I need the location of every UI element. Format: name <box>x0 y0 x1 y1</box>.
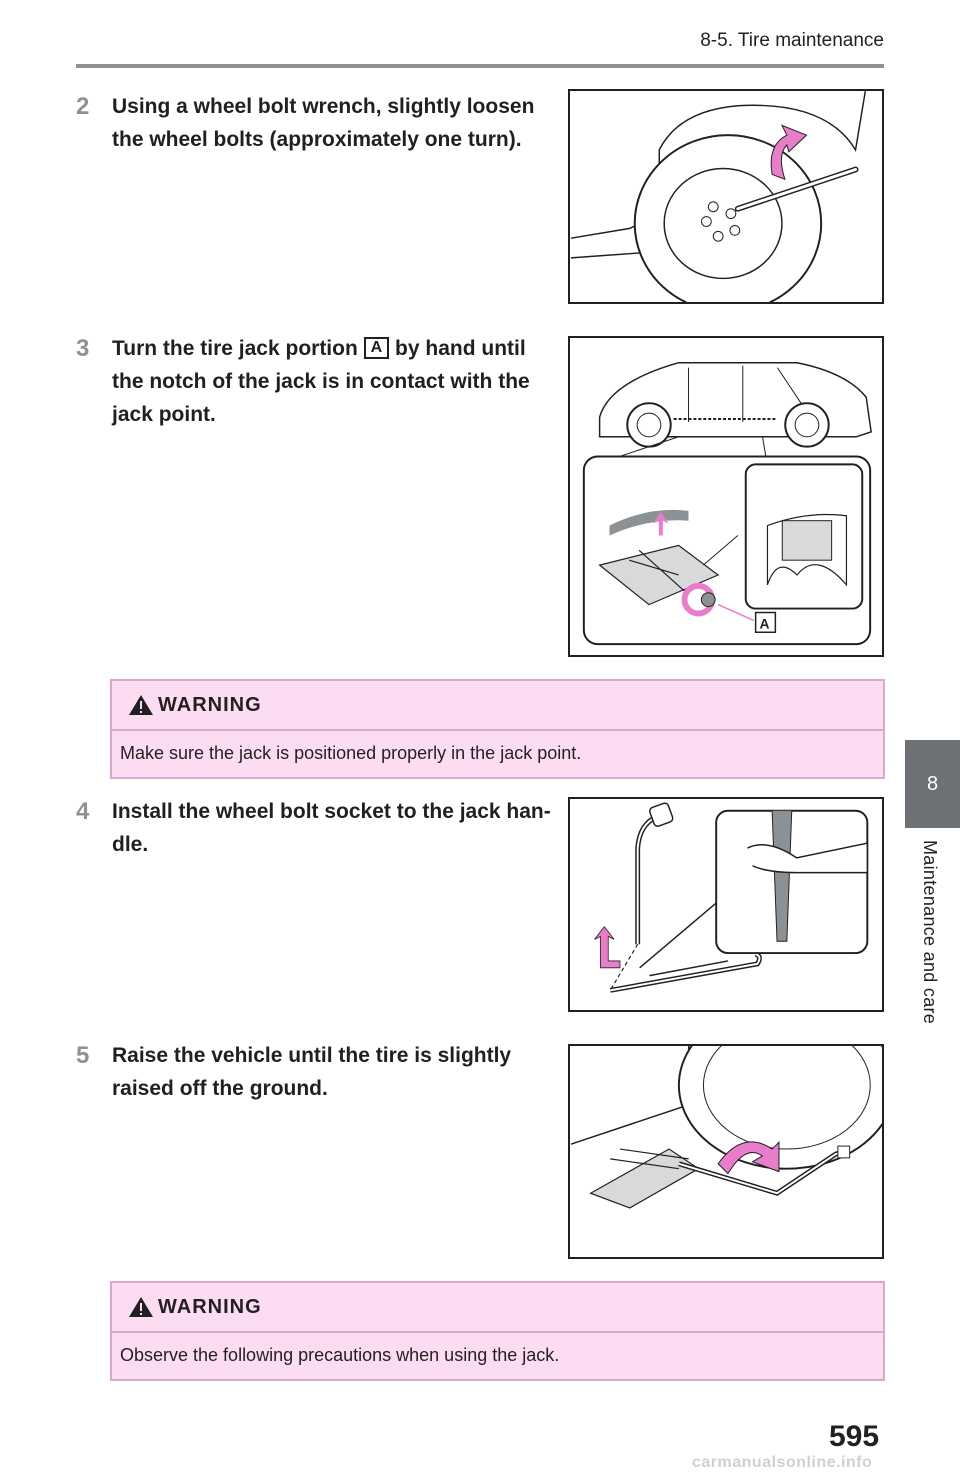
warning-body: Make sure the jack is positioned properl… <box>120 743 582 763</box>
warning-header: WARNING <box>112 681 883 731</box>
figure-loosen-wheel-bolts <box>568 89 884 304</box>
section-title: 8-5. Tire maintenance <box>700 30 884 51</box>
watermark: carmanualsonline.info <box>692 1454 873 1471</box>
figure-raise-vehicle <box>568 1044 884 1259</box>
warning-box: WARNING Make sure the jack is positioned… <box>110 679 885 779</box>
socket-handle-illustration <box>594 802 869 993</box>
warning-title: WARNING <box>158 694 262 716</box>
step-number: 3 <box>76 335 90 362</box>
jack-position-illustration: A <box>582 361 872 646</box>
step-text-after: by hand until the notch of the jack is i… <box>112 337 530 426</box>
step-text: Turn the tire jack portion A by hand unt… <box>112 332 554 431</box>
step-text: Using a wheel bolt wrench, slightly loos… <box>112 95 535 151</box>
step-number: 5 <box>76 1042 90 1069</box>
figure-install-socket <box>568 797 884 1012</box>
step-number: 4 <box>76 798 90 825</box>
chapter-tab-label[interactable]: Maintenance and care <box>905 828 960 1038</box>
jack-callout-label: A <box>760 615 770 631</box>
step-5: 5 Raise the vehicle until the tire is sl… <box>76 1039 554 1105</box>
step-text: Install the wheel bolt socket to the jac… <box>112 800 551 856</box>
warning-body: Observe the following precautions when u… <box>120 1345 560 1365</box>
step-text: Raise the vehicle until the tire is slig… <box>112 1044 512 1100</box>
warning-header: WARNING <box>112 1283 883 1333</box>
header-divider <box>76 64 884 68</box>
warning-triangle-icon <box>129 1297 153 1317</box>
warning-box: WARNING Observe the following precaution… <box>110 1281 885 1381</box>
chapter-tab-title: Maintenance and care <box>920 840 940 1025</box>
step-4: 4 Install the wheel bolt socket to the j… <box>76 795 554 861</box>
step-2: 2 Using a wheel bolt wrench, slightly lo… <box>76 90 554 156</box>
step-3: 3 Turn the tire jack portion A by hand u… <box>76 332 554 431</box>
callout-tag-a: A <box>363 337 390 359</box>
raise-jack-illustration <box>570 1046 882 1209</box>
figure-jack-contact: A <box>568 336 884 657</box>
warning-triangle-icon <box>129 695 153 715</box>
wheel-wrench-illustration <box>570 91 867 302</box>
warning-title: WARNING <box>158 1296 262 1318</box>
page-number: 595 <box>829 1420 880 1453</box>
step-text-before: Turn the tire jack portion <box>112 337 358 360</box>
step-number: 2 <box>76 93 90 120</box>
chapter-tab-number[interactable]: 8 <box>905 740 960 828</box>
